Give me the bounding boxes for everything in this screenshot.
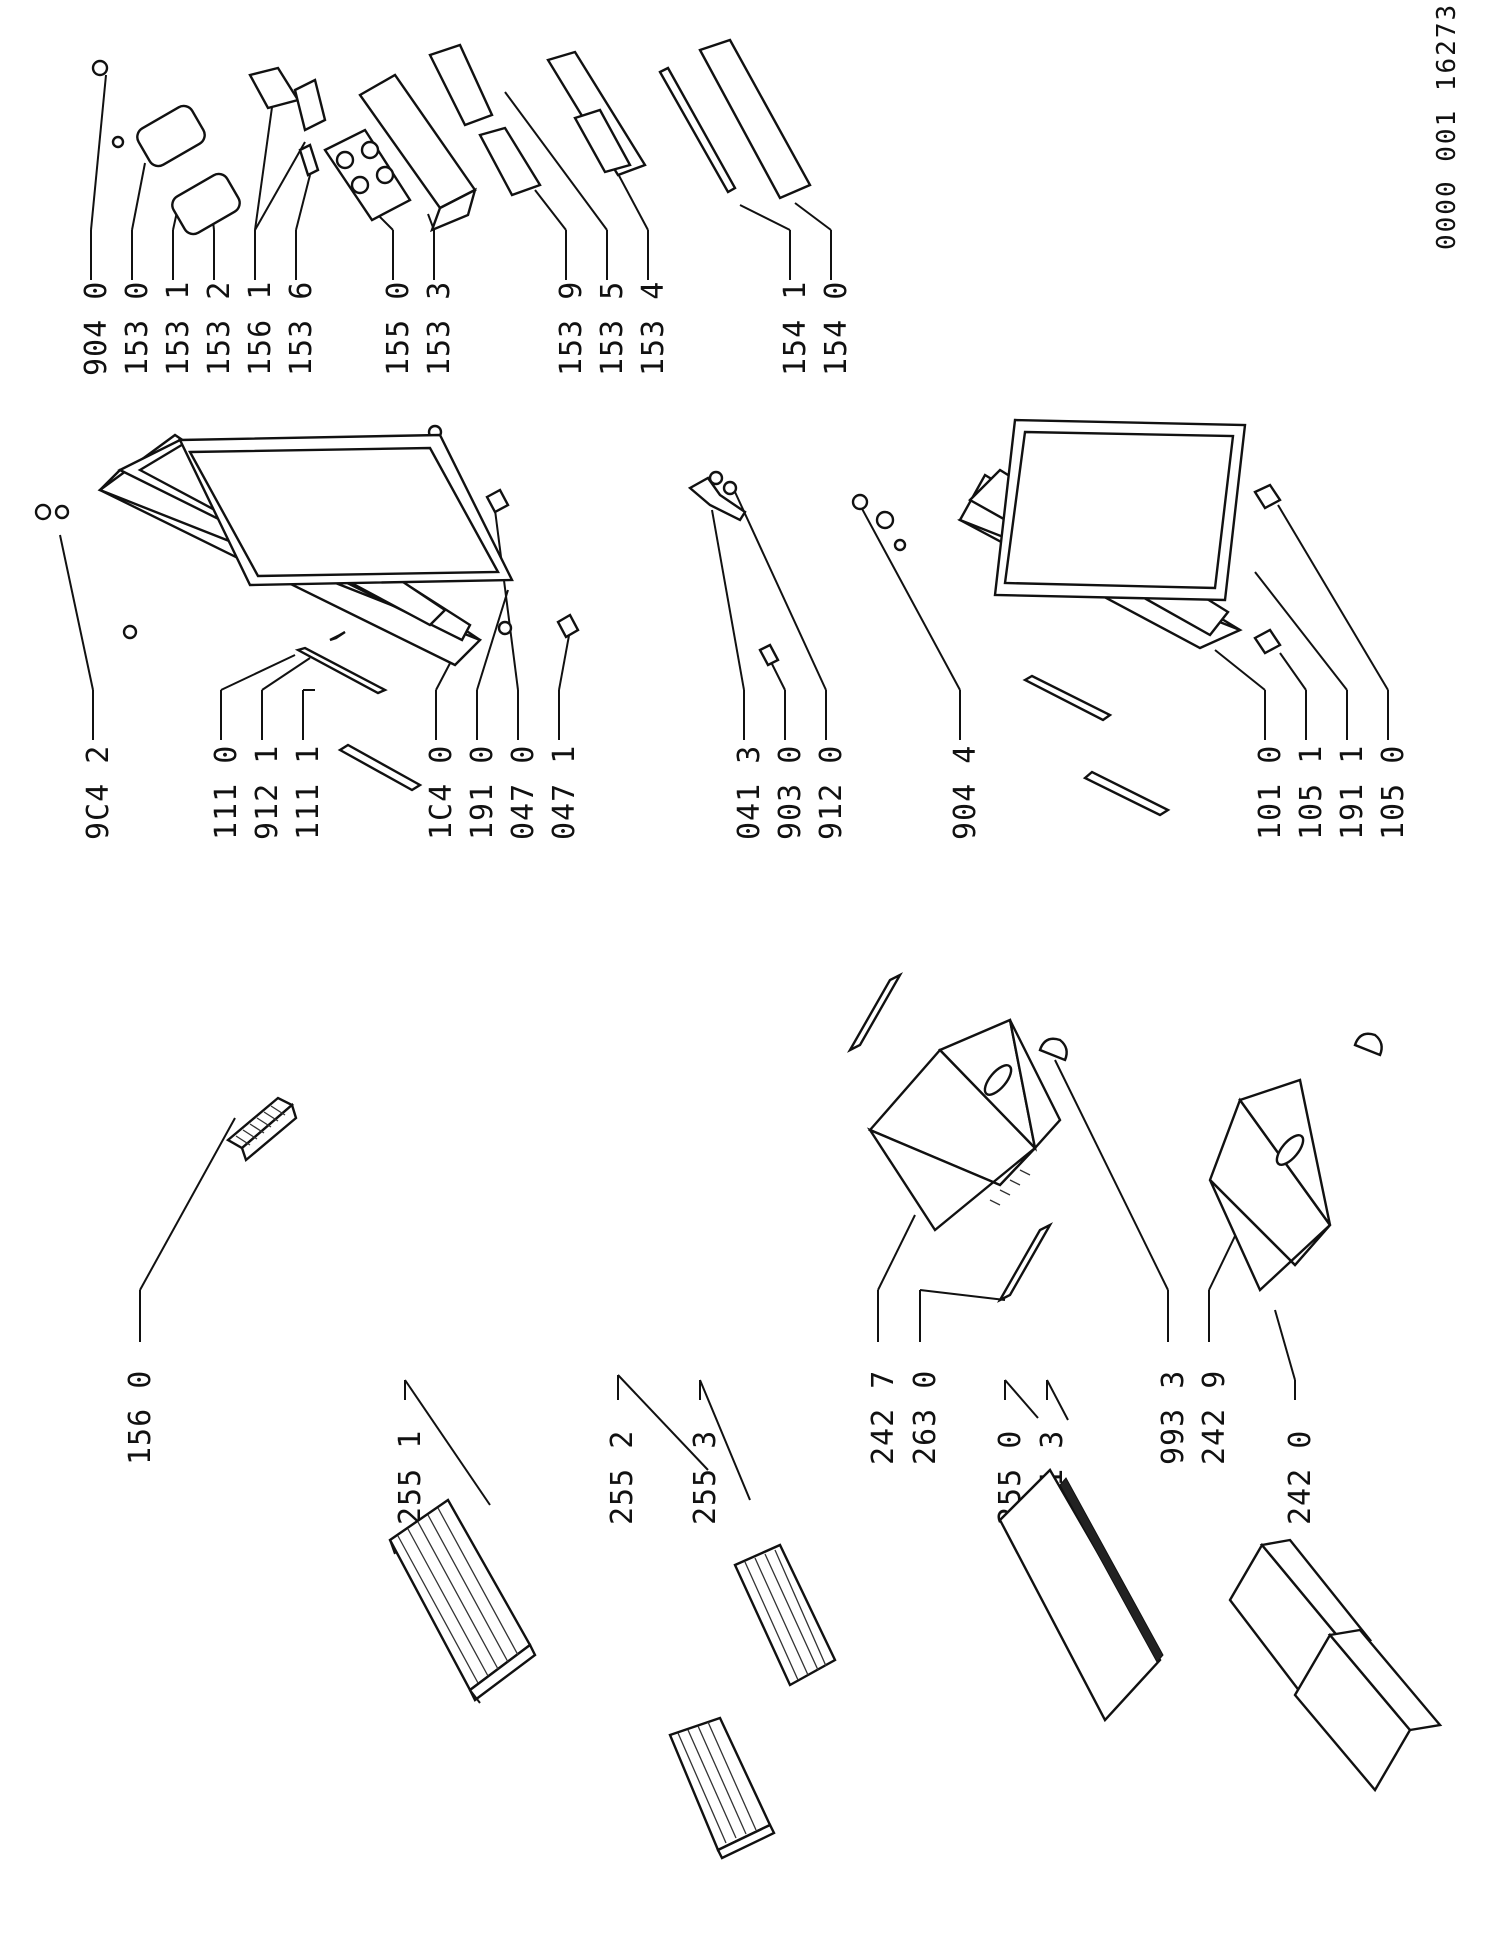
label-156-0: 156 0 (123, 1370, 158, 1465)
label-191-1: 191 1 (1335, 745, 1370, 840)
label-1c4-0: 1C4 0 (424, 745, 459, 840)
door-shelf-middle-part (546, 50, 647, 177)
label-153-2: 153 2 (202, 281, 237, 376)
label-105-0: 105 0 (1376, 745, 1411, 840)
label-155-0: 155 0 (381, 281, 416, 376)
shelf-trim-part (1059, 1477, 1164, 1663)
label-903-0: 903 0 (773, 745, 808, 840)
label-255-1: 255 1 (393, 1430, 428, 1525)
part-labels: 156 0 255 1 255 2 255 3 242 7 263 0 255 … (79, 3, 1462, 1525)
label-153-1: 153 1 (161, 281, 196, 376)
label-105-1: 105 1 (1294, 745, 1329, 840)
ice-tray-part (225, 1096, 298, 1163)
glass-shelf-part (998, 1468, 1162, 1723)
label-153-4: 153 4 (636, 281, 671, 376)
label-263-0: 263 0 (908, 1370, 943, 1465)
label-154-0: 154 0 (819, 281, 854, 376)
upper-door-part (97, 433, 514, 667)
butter-compartment-part (136, 104, 241, 236)
egg-holder-part (323, 128, 412, 222)
door-handle-part (294, 630, 423, 792)
hinge-pin-part (758, 643, 780, 667)
label-153-3: 153 3 (422, 281, 457, 376)
label-153-0: 153 0 (120, 281, 155, 376)
label-111-0: 111 0 (209, 745, 244, 840)
crisper-drawer-small-part (1208, 1032, 1383, 1293)
label-255-2: 255 2 (605, 1430, 640, 1525)
label-255-3: 255 3 (688, 1430, 723, 1525)
label-153-5: 153 5 (595, 281, 630, 376)
drawer-knob-part (1038, 1037, 1068, 1062)
label-153-9: 153 9 (554, 281, 589, 376)
door-bin-part (428, 43, 542, 197)
freezer-basket-part (1228, 1538, 1443, 1793)
bottle-clip-part (91, 59, 125, 149)
grille-shelf-medium-part (668, 1716, 776, 1860)
label-904-0: 904 0 (79, 281, 114, 376)
label-9c4-2: 9C4 2 (81, 745, 116, 840)
label-101-0: 101 0 (1253, 745, 1288, 840)
middle-hinge-part (687, 470, 747, 522)
label-912-0: 912 0 (814, 745, 849, 840)
label-912-1: 912 1 (250, 745, 285, 840)
door-stop-part (485, 488, 580, 639)
label-904-4: 904 4 (948, 745, 983, 840)
lower-door-handle-part (1022, 674, 1171, 817)
label-047-1: 047 1 (547, 745, 582, 840)
label-156-1: 156 1 (243, 281, 278, 376)
door-foot-part (1253, 483, 1282, 655)
lower-door-part (957, 418, 1247, 650)
label-153-6: 153 6 (284, 281, 319, 376)
label-993-3: 993 3 (1156, 1370, 1191, 1465)
crisper-drawer-large-part (866, 1018, 1062, 1232)
label-154-1: 154 1 (778, 281, 813, 376)
label-111-1: 111 1 (291, 745, 326, 840)
drawer-rail-part (846, 972, 1054, 1303)
egg-tray-part (248, 66, 327, 177)
grille-shelf-large-part (388, 1498, 537, 1704)
bottle-shelf-part (658, 38, 812, 200)
grille-shelf-small-part (733, 1543, 837, 1687)
label-047-0: 047 0 (506, 745, 541, 840)
label-242-7: 242 7 (866, 1370, 901, 1465)
label-041-3: 041 3 (732, 745, 767, 840)
label-242-9: 242 9 (1197, 1370, 1232, 1465)
label-191-0: 191 0 (465, 745, 500, 840)
lower-hinge-screws-part (851, 493, 907, 552)
drawing-reference: 0000 001 16273 (1432, 3, 1462, 250)
door-shelf-upper-part (358, 73, 477, 233)
label-242-0: 242 0 (1283, 1430, 1318, 1525)
